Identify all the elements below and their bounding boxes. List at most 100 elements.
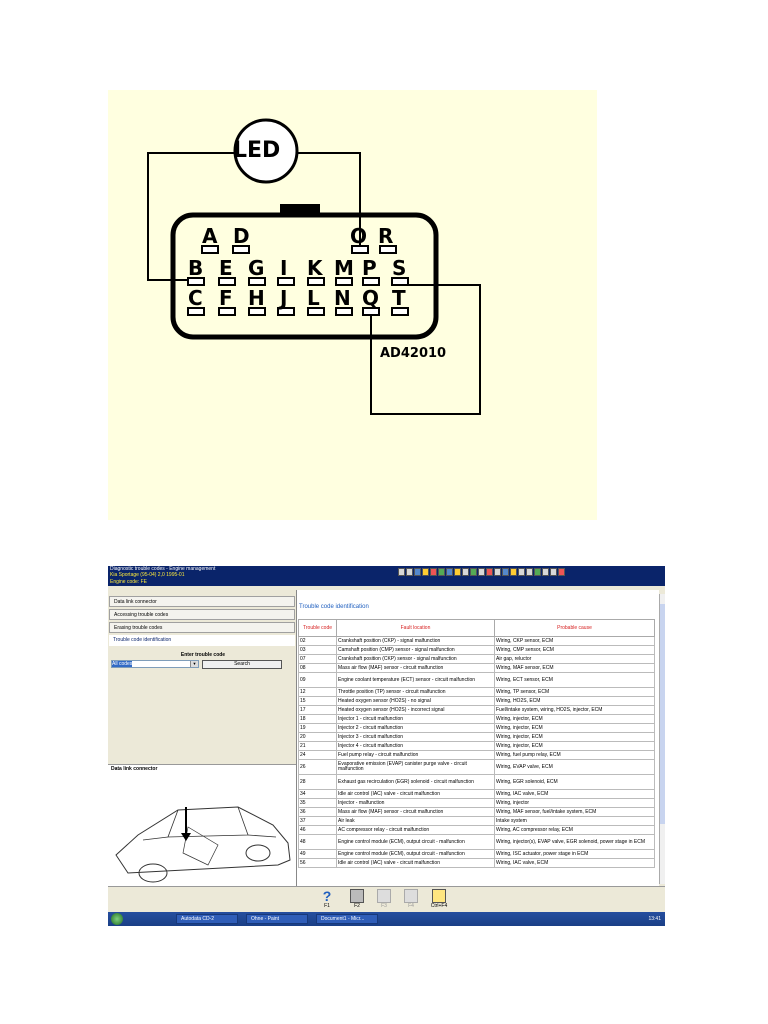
connector-key	[280, 204, 320, 217]
notes-icon	[432, 889, 446, 903]
cell-code: 26	[298, 759, 337, 775]
cell-code: 19	[298, 723, 337, 733]
help-f1-button[interactable]: ? F1	[316, 889, 338, 911]
scrollbar-thumb[interactable]	[660, 604, 665, 824]
cell-fault: Throttle position (TP) sensor - circuit …	[336, 687, 495, 697]
task-word[interactable]: Document1 - Micr...	[316, 914, 378, 924]
pin-label-l: L	[307, 286, 320, 310]
print-f2-button[interactable]: F2	[346, 889, 368, 911]
help-icon[interactable]	[526, 568, 533, 576]
cell-code: 46	[298, 825, 337, 835]
doc-icon[interactable]	[494, 568, 501, 576]
pin-label-e: E	[219, 256, 233, 280]
cell-cause: Wiring, ISC actuator, power stage in ECM	[494, 849, 655, 859]
cell-cause: Wiring, MAF sensor, fuel/intake system, …	[494, 807, 655, 817]
taskbar: Autodata CD-2 Ohne - Paint Document1 - M…	[108, 912, 665, 926]
cell-cause: Wiring, IAC valve, ECM	[494, 858, 655, 868]
col-header-code: Trouble code	[298, 619, 337, 637]
cell-cause: Wiring, injector, ECM	[494, 741, 655, 751]
cell-fault: Exhaust gas recirculation (EGR) solenoid…	[336, 774, 495, 790]
nav-erasing-trouble-codes[interactable]: Erasing trouble codes	[109, 622, 295, 633]
task-autodata[interactable]: Autodata CD-2	[176, 914, 238, 924]
gauge-icon[interactable]	[478, 568, 485, 576]
cell-cause: Wiring, injector, ECM	[494, 732, 655, 742]
cell-fault: Heated oxygen sensor (HO2S) - incorrect …	[336, 705, 495, 715]
prev-icon[interactable]	[406, 568, 413, 576]
table-scrollbar[interactable]	[659, 594, 665, 884]
cell-fault: Injector - malfunction	[336, 798, 495, 808]
pin-label-f: F	[219, 286, 233, 310]
cell-cause: Fuel/intake system, wiring, HO2S, inject…	[494, 705, 655, 715]
cell-cause: Wiring, IAC valve, ECM	[494, 789, 655, 799]
nav-trouble-code-identification[interactable]: Trouble code identification	[109, 635, 295, 646]
pin-label-m: M	[334, 256, 354, 280]
cell-cause: Air gap, reluctor	[494, 654, 655, 664]
start-icon[interactable]	[111, 913, 123, 925]
car-illustration	[115, 806, 291, 883]
nav-accessing-trouble-codes[interactable]: Accessing trouble codes	[109, 609, 295, 620]
cell-code: 34	[298, 789, 337, 799]
warning-icon[interactable]	[486, 568, 493, 576]
print-icon[interactable]	[518, 568, 525, 576]
engine-icon[interactable]	[430, 568, 437, 576]
nav-data-link-connector[interactable]: Data link connector	[109, 596, 295, 607]
minimize-icon[interactable]	[542, 568, 549, 576]
pin-label-b: B	[188, 256, 204, 280]
cell-code: 56	[298, 858, 337, 868]
pin-label-n: N	[334, 286, 351, 310]
cell-cause: Wiring, EGR solenoid, ECM	[494, 774, 655, 790]
question-icon: ?	[322, 888, 332, 904]
wrench-icon[interactable]	[438, 568, 445, 576]
right-panel: Trouble code identification Trouble code…	[296, 590, 659, 886]
cell-fault: Crankshaft position (CKP) sensor - signa…	[336, 654, 495, 664]
search-button[interactable]: Search	[202, 660, 282, 669]
cell-code: 02	[298, 636, 337, 646]
cell-fault: Injector 1 - circuit malfunction	[336, 714, 495, 724]
printer-icon	[350, 889, 364, 903]
cell-cause: Intake system	[494, 816, 655, 826]
pin-label-g: G	[248, 256, 265, 280]
first-icon[interactable]	[398, 568, 405, 576]
tools-icon[interactable]	[454, 568, 461, 576]
pin-label-o: O	[350, 224, 368, 248]
cell-fault: Fuel pump relay - circuit malfunction	[336, 750, 495, 760]
car-icon[interactable]	[502, 568, 509, 576]
connector-code: AD42010	[380, 346, 447, 361]
cell-code: 48	[298, 834, 337, 850]
ctrl-f4-button[interactable]: Ctrl+F4	[426, 889, 452, 911]
led-circle	[233, 118, 299, 184]
cell-fault: Mass air flow (MAF) sensor - circuit mal…	[336, 663, 495, 673]
cell-cause: Wiring, EVAP valve, ECM	[494, 759, 655, 775]
cell-fault: Idle air control (IAC) valve - circuit m…	[336, 858, 495, 868]
close-icon[interactable]	[558, 568, 565, 576]
pin-label-r: R	[378, 224, 394, 248]
light-icon[interactable]	[510, 568, 517, 576]
cell-fault: AC compressor relay - circuit malfunctio…	[336, 825, 495, 835]
chart-icon[interactable]	[470, 568, 477, 576]
cell-fault: Idle air control (IAC) valve - circuit m…	[336, 789, 495, 799]
cell-cause: Wiring, fuel pump relay, ECM	[494, 750, 655, 760]
cell-fault: Injector 2 - circuit malfunction	[336, 723, 495, 733]
cell-code: 35	[298, 798, 337, 808]
cell-cause: Wiring, CMP sensor, ECM	[494, 645, 655, 655]
task-paint[interactable]: Ohne - Paint	[246, 914, 308, 924]
list-icon[interactable]	[462, 568, 469, 576]
book-icon[interactable]	[422, 568, 429, 576]
calc-icon[interactable]	[534, 568, 541, 576]
cell-code: 21	[298, 741, 337, 751]
f3-button[interactable]: F3	[373, 889, 395, 911]
maximize-icon[interactable]	[550, 568, 557, 576]
home-icon[interactable]	[414, 568, 421, 576]
chevron-down-icon[interactable]: ▼	[190, 661, 198, 667]
pin-label-k: K	[307, 256, 323, 280]
info-icon[interactable]	[446, 568, 453, 576]
code-select[interactable]: All codes ▼	[111, 660, 199, 668]
connector-diagram: LED A D O R B E G I K M P S C F H J L N …	[108, 90, 597, 520]
f4-button[interactable]: F4	[400, 889, 422, 911]
